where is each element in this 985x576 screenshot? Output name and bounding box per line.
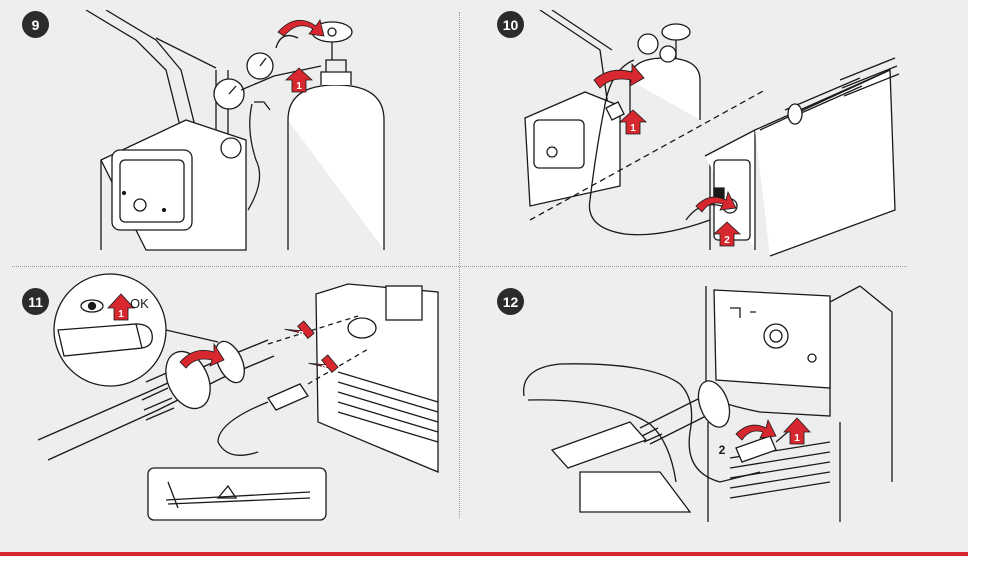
rotate-arrow-12: [735, 418, 777, 441]
step-badge-11: 11: [22, 288, 49, 315]
step-badge-12: 12: [497, 288, 524, 315]
marker-10-2: 2: [712, 221, 742, 247]
svg-text:2: 2: [724, 235, 730, 246]
marker-11-3: 3: [308, 354, 339, 375]
step-badge-10: 10: [497, 11, 524, 38]
svg-text:2: 2: [719, 443, 726, 457]
svg-text:1: 1: [118, 309, 124, 320]
panel-step-10: 1 2: [500, 10, 905, 262]
svg-text:1: 1: [630, 123, 636, 134]
footer-accent-line: [0, 552, 968, 556]
svg-text:1: 1: [296, 81, 302, 92]
marker-10-1: 1: [618, 109, 648, 135]
rotate-arrow-10: [593, 62, 645, 89]
svg-text:1: 1: [794, 433, 800, 444]
panel-divider-horizontal: [12, 266, 907, 267]
marker-12-1: 1: [783, 417, 811, 445]
rotate-arrow-11: [179, 342, 225, 369]
panel-step-11: 1 2 3: [18, 272, 458, 524]
step-badge-9: 9: [22, 11, 49, 38]
panel-divider-vertical: [459, 12, 460, 518]
panel-12-illustration: 2 1: [523, 285, 893, 522]
panel-10-illustration: 1 2: [524, 10, 900, 257]
marker-9-1: 1: [284, 67, 314, 93]
svg-text:2: 2: [298, 330, 304, 341]
panel-step-12: 2 1: [500, 272, 905, 524]
marker-11-2: 2: [284, 320, 315, 341]
instruction-sheet: 1 9: [0, 0, 968, 552]
svg-text:3: 3: [321, 364, 327, 375]
panel-9-illustration: 1: [85, 10, 385, 251]
panel-11-illustration: 1 2 3: [37, 273, 439, 521]
marker-12-2: 2: [719, 443, 726, 457]
rotate-arrow-10b: [695, 190, 737, 213]
panel-step-9: 1: [16, 10, 456, 262]
rotate-arrow-9: [277, 19, 325, 37]
marker-11-1: 1: [107, 293, 135, 321]
ok-label: OK: [130, 296, 149, 311]
